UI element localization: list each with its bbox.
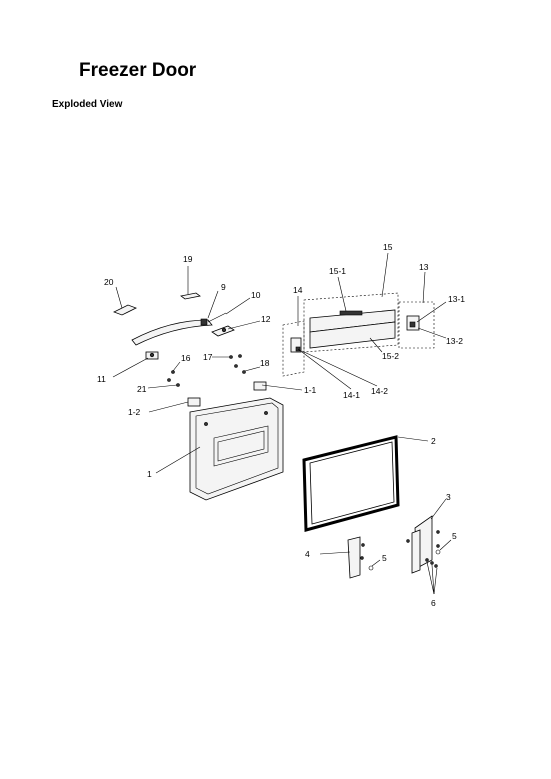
callout-17: 17 <box>203 352 213 362</box>
part-4-bracket <box>347 536 365 579</box>
callout-20: 20 <box>104 277 114 287</box>
part-15-shelf-box <box>303 292 399 353</box>
callout-21: 21 <box>137 384 147 394</box>
part-3-bracket <box>406 515 440 574</box>
callout-18: 18 <box>260 358 270 368</box>
callout-4: 4 <box>305 549 310 559</box>
part-13-guard-box <box>398 301 435 349</box>
callout-13-2: 13-2 <box>446 336 463 346</box>
screws-17-18 <box>229 354 246 374</box>
callout-15-2: 15-2 <box>382 351 399 361</box>
screws-16-21 <box>167 370 180 387</box>
part-14-guard-box <box>282 320 305 377</box>
callout-5b: 5 <box>452 531 457 541</box>
leader-lines <box>112 252 452 595</box>
callout-15-1: 15-1 <box>329 266 346 276</box>
callout-13: 13 <box>419 262 429 272</box>
part-1-1-block <box>253 381 267 391</box>
callout-13-1: 13-1 <box>448 294 465 304</box>
part-19-plate <box>180 292 201 300</box>
callout-labels: 20 19 9 10 12 11 16 21 17 18 1-1 1-2 1 2… <box>97 242 465 608</box>
callout-1-1: 1-1 <box>304 385 317 395</box>
part-20-plate <box>113 304 137 316</box>
part-1-2-block <box>187 397 201 407</box>
callout-14: 14 <box>293 285 303 295</box>
callout-2: 2 <box>431 436 436 446</box>
callout-14-2: 14-2 <box>371 386 388 396</box>
part-11-hinge <box>145 351 159 360</box>
callout-1: 1 <box>147 469 152 479</box>
callout-1-2: 1-2 <box>128 407 141 417</box>
callout-12: 12 <box>261 314 271 324</box>
callout-11: 11 <box>97 374 106 384</box>
part-1-freezer-door <box>189 397 284 501</box>
callout-3: 3 <box>446 492 451 502</box>
part-9-hinge-bar <box>131 312 227 346</box>
callout-5a: 5 <box>382 553 387 563</box>
part-2-gasket <box>302 435 400 532</box>
screws-5-6 <box>368 549 441 571</box>
section-subtitle: Exploded View <box>52 99 123 110</box>
callout-10: 10 <box>251 290 261 300</box>
part-12-bracket <box>211 325 235 337</box>
callout-14-1: 14-1 <box>343 390 360 400</box>
page-title: Freezer Door <box>79 60 197 81</box>
callout-9: 9 <box>221 282 226 292</box>
callout-6: 6 <box>431 598 436 608</box>
callout-16: 16 <box>181 353 191 363</box>
callout-19: 19 <box>183 254 193 264</box>
callout-15: 15 <box>383 242 393 252</box>
